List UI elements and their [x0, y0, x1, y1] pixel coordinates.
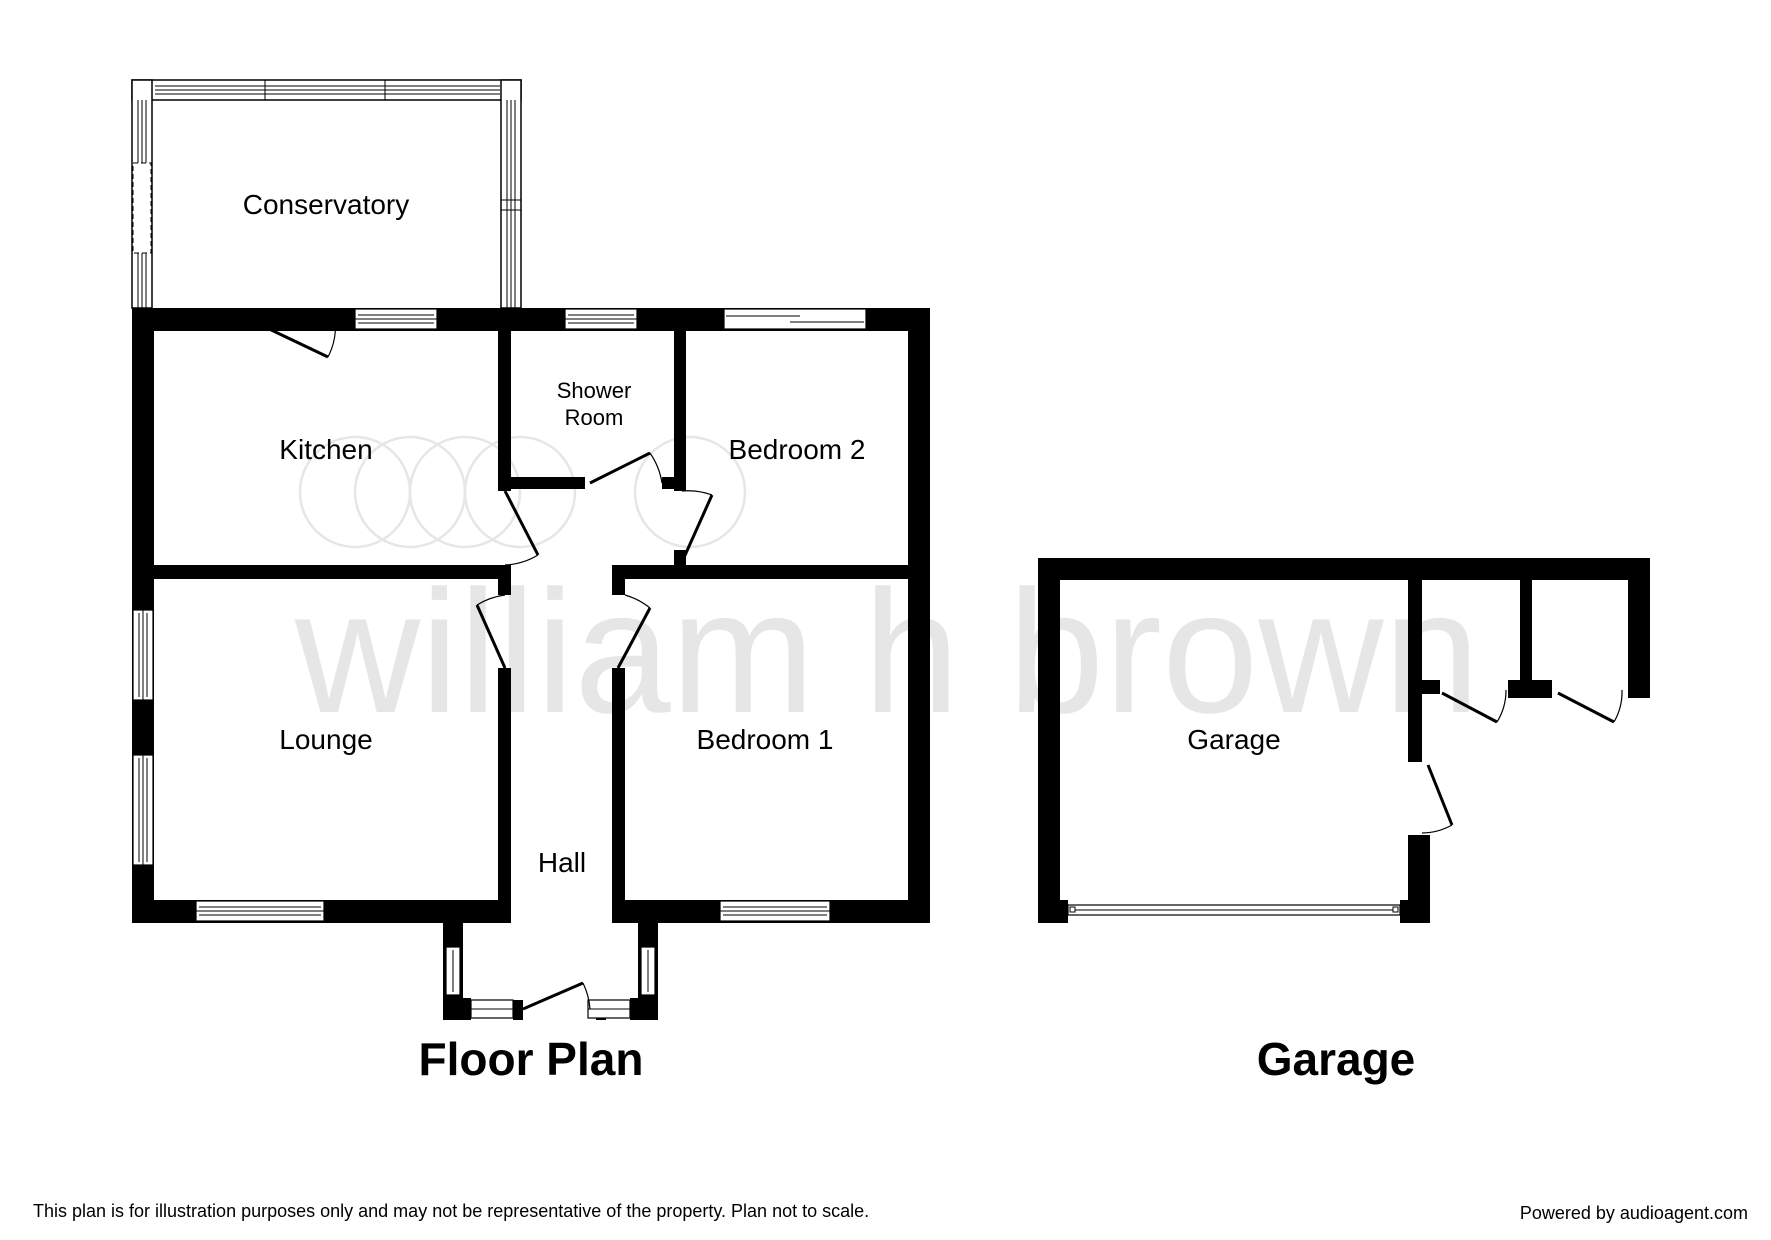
watermark-text: william h brown: [294, 555, 1480, 750]
room-label-hall: Hall: [538, 847, 586, 878]
room-label-bedroom-1: Bedroom 1: [697, 724, 834, 755]
house-doors: [264, 317, 714, 1011]
room-label-kitchen: Kitchen: [279, 434, 372, 465]
room-label-lounge: Lounge: [279, 724, 372, 755]
plan-titles: Floor Plan Garage: [419, 1033, 1416, 1085]
room-labels: Conservatory Kitchen Shower Room Bedroom…: [243, 189, 1281, 878]
garage-plan-title: Garage: [1257, 1033, 1416, 1085]
disclaimer-text: This plan is for illustration purposes o…: [33, 1201, 869, 1221]
watermark-ring-4: [463, 435, 577, 549]
footer: This plan is for illustration purposes o…: [33, 1201, 1748, 1223]
watermark-ring-3: [408, 435, 522, 549]
room-label-conservatory: Conservatory: [243, 189, 410, 220]
credit-text: Powered by audioagent.com: [1520, 1203, 1748, 1223]
house-windows: [132, 308, 867, 1019]
watermark: william h brown: [294, 435, 1480, 750]
garage-walls: [1038, 558, 1650, 923]
room-label-shower-room-line1: Shower: [557, 378, 632, 403]
room-label-bedroom-2: Bedroom 2: [729, 434, 866, 465]
room-label-shower-room-line2: Room: [565, 405, 624, 430]
floor-plan-title: Floor Plan: [419, 1033, 644, 1085]
room-label-garage: Garage: [1187, 724, 1280, 755]
garage-openings: [1067, 689, 1623, 916]
